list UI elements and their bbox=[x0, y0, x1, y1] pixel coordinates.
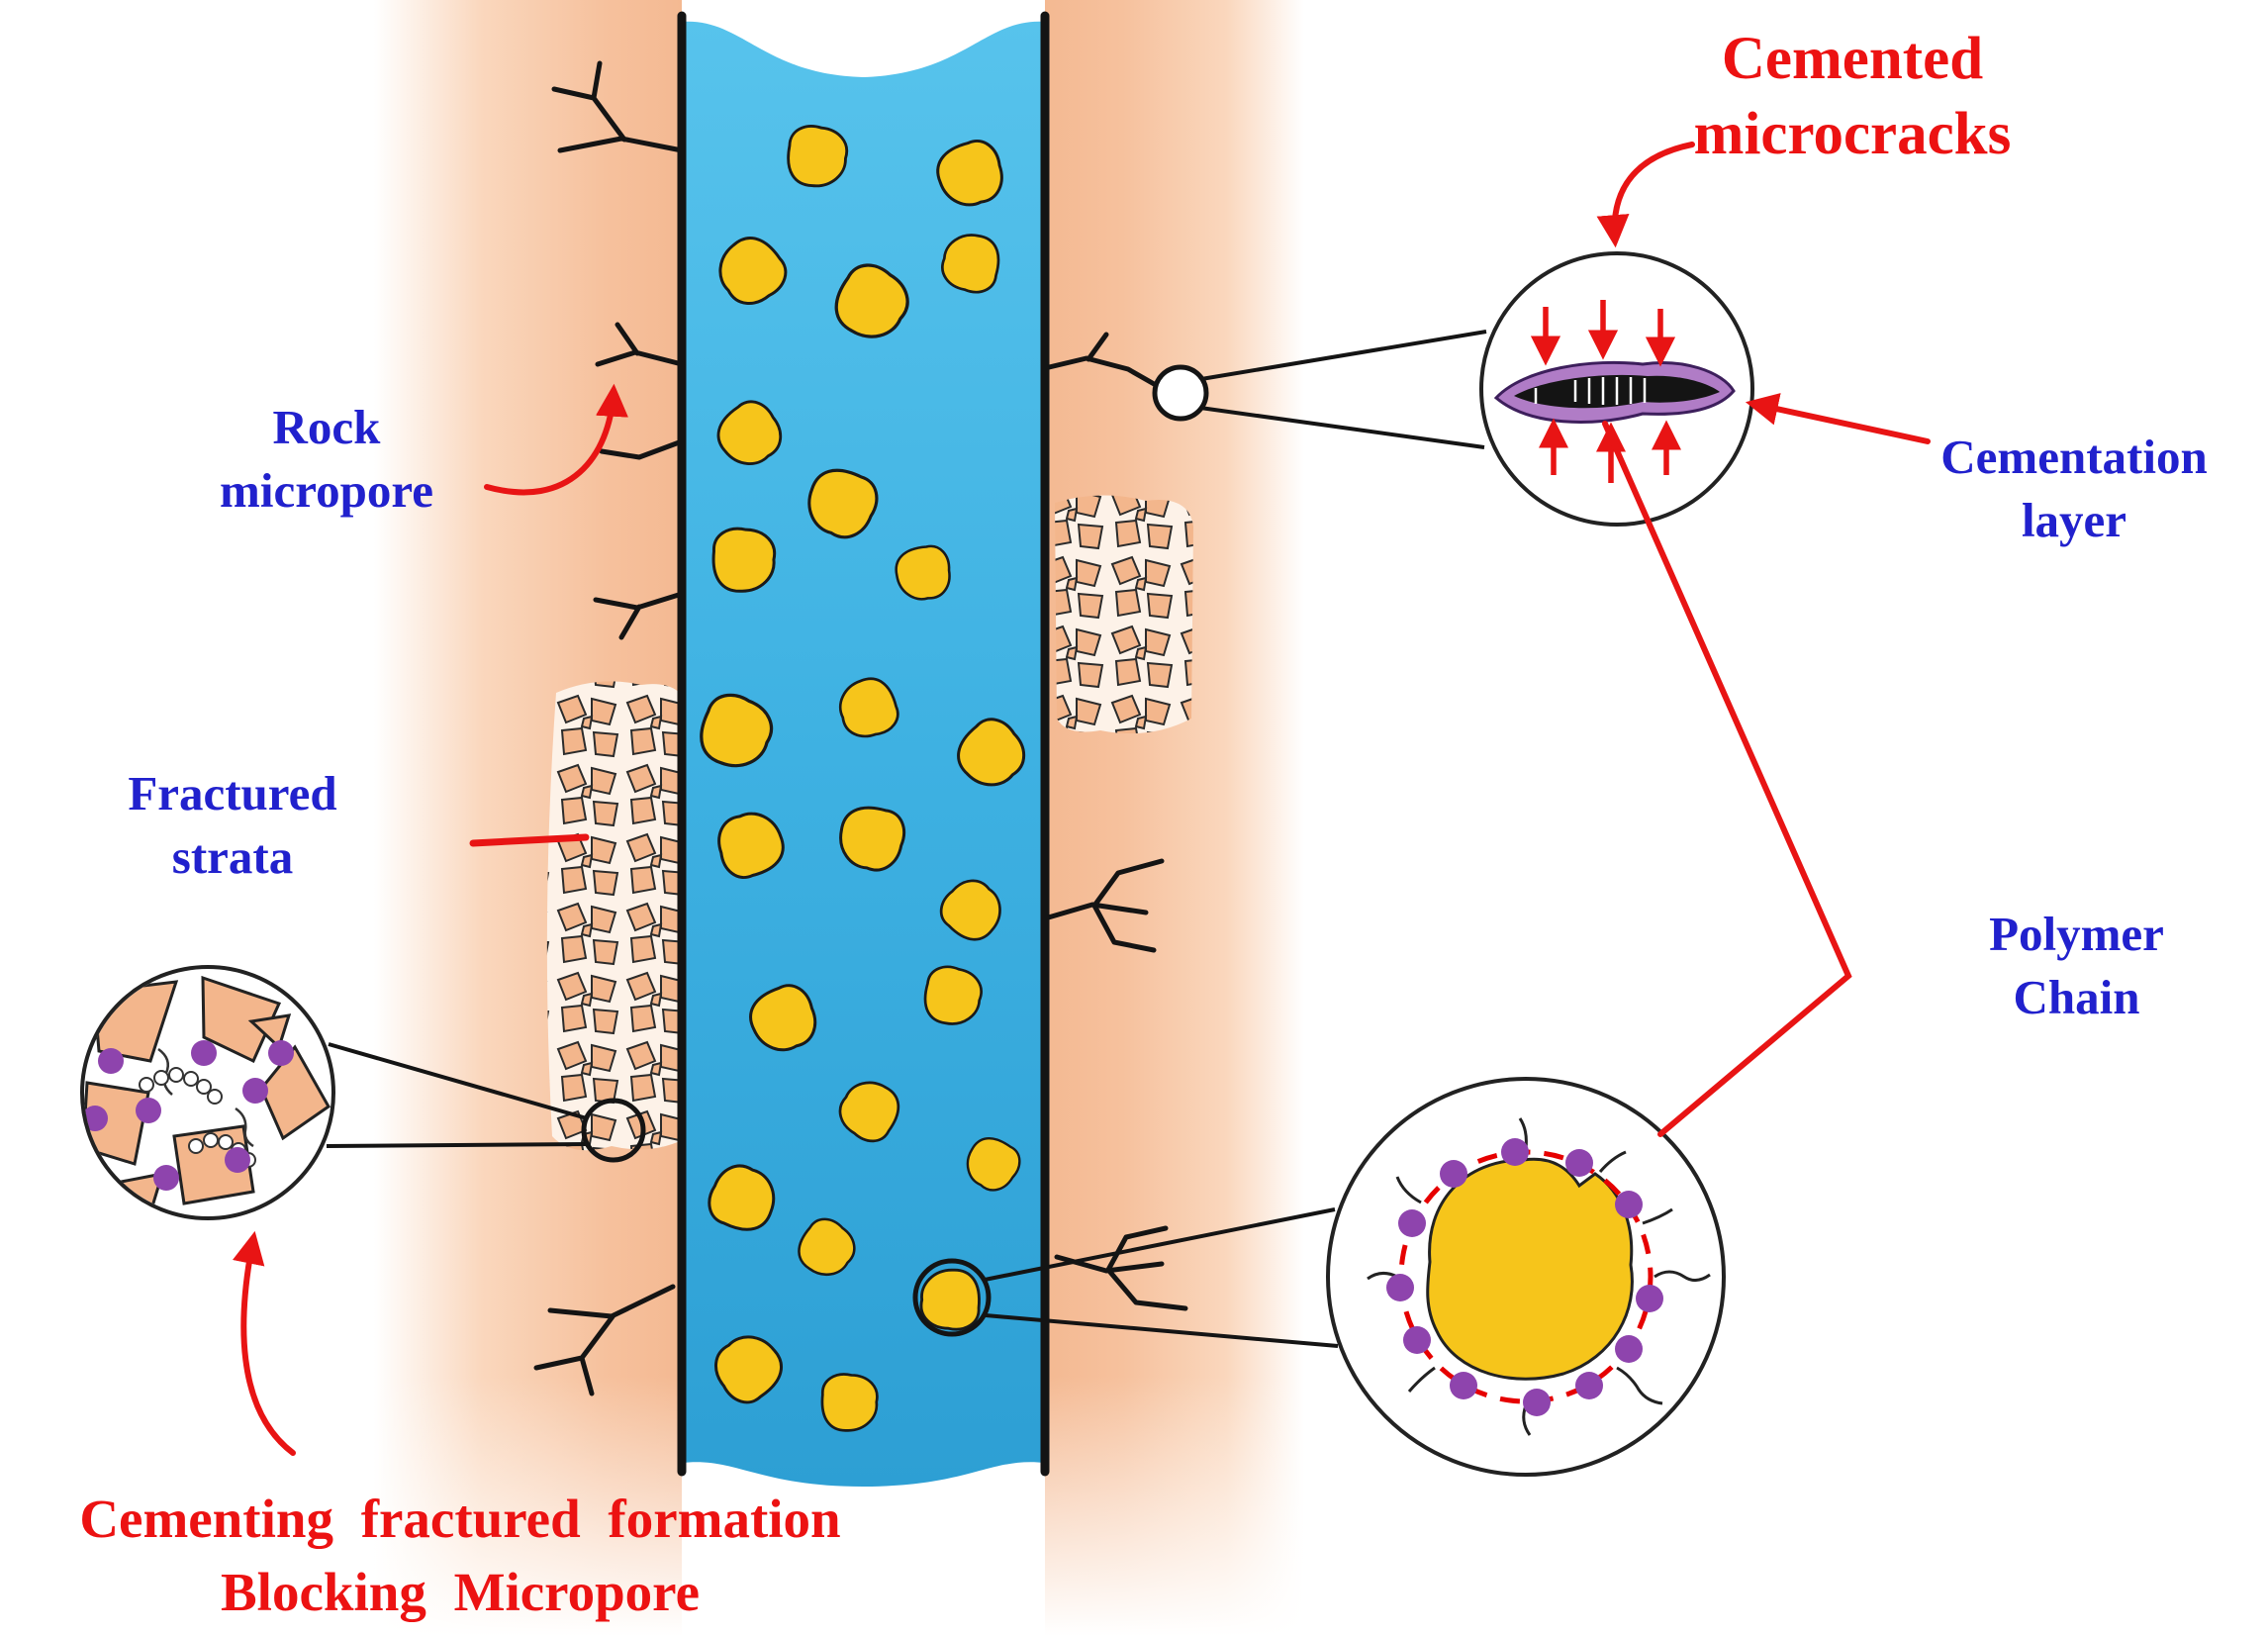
magnifier-circle-outline bbox=[80, 965, 335, 1220]
rock-micropore-arrow bbox=[484, 383, 628, 496]
fractured-strata-right bbox=[1055, 495, 1193, 734]
connector-line bbox=[326, 1142, 589, 1148]
magnified-particle bbox=[1426, 1157, 1634, 1381]
red-annotations bbox=[232, 142, 1931, 1456]
label-line: Blocking Micropore bbox=[220, 1562, 701, 1623]
fractured-strata-pointer bbox=[469, 833, 590, 847]
micropore-crack bbox=[533, 1284, 676, 1396]
polymer-chain-squiggles bbox=[1367, 1117, 1711, 1436]
rock-grain bbox=[247, 1013, 292, 1050]
cemented-microcracks-arrow bbox=[1596, 142, 1695, 248]
label-line: strata bbox=[171, 828, 294, 884]
fractured-strata-left bbox=[546, 681, 690, 1151]
polymer-chain-pointer bbox=[1602, 421, 1852, 1137]
polymer-squiggle bbox=[1642, 1207, 1673, 1225]
drilling-fluid-column bbox=[682, 21, 1045, 1487]
rock-grain bbox=[201, 975, 282, 1064]
label-line: layer bbox=[2021, 492, 2127, 547]
label-polymer-chain: Polymer Chain bbox=[1885, 903, 2268, 1028]
rock-grain bbox=[259, 1044, 331, 1141]
connector-line bbox=[984, 1207, 1336, 1282]
magnifier-bottom-coated-particle bbox=[1326, 1077, 1726, 1477]
label-line: Cementation bbox=[1940, 430, 2208, 484]
label-fractured-strata: Fractured strata bbox=[15, 762, 450, 888]
label-line: Rock bbox=[272, 400, 381, 454]
fractured-strata-patches bbox=[546, 495, 1193, 1151]
label-caption: Cementing fractured formation Blocking M… bbox=[15, 1483, 905, 1630]
label-line: Chain bbox=[2013, 969, 2140, 1024]
label-line: Cemented bbox=[1721, 26, 1984, 92]
polymer-squiggle bbox=[1395, 1176, 1422, 1204]
label-rock-micropore: Rock micropore bbox=[109, 396, 544, 522]
micropore-crack bbox=[595, 322, 685, 367]
label-cemented-microcracks: Cemented microcracks bbox=[1536, 22, 2169, 173]
connector-line bbox=[1200, 330, 1487, 381]
magnifier-connectors bbox=[326, 330, 1487, 1348]
polymer-squiggle bbox=[1407, 1366, 1436, 1393]
polymer-squiggle bbox=[235, 1107, 254, 1148]
compression-arrows bbox=[1530, 300, 1682, 483]
polymer-squiggle bbox=[1654, 1270, 1711, 1282]
polymer-particles bbox=[84, 1040, 294, 1191]
connector-lines bbox=[326, 330, 1487, 1348]
micropore-crack-magnified bbox=[1042, 332, 1159, 388]
label-line: Cementing fractured formation bbox=[79, 1489, 841, 1549]
source-circle-strata bbox=[581, 1098, 646, 1163]
magnifier-left-blocked-micropore bbox=[80, 965, 335, 1220]
micropore-crack bbox=[1042, 858, 1165, 953]
caption-arrow bbox=[232, 1230, 296, 1456]
label-line: Fractured bbox=[128, 766, 337, 820]
label-line: microcracks bbox=[1693, 101, 2012, 168]
micropore-crack bbox=[593, 591, 685, 640]
connector-line bbox=[985, 1313, 1339, 1348]
borehole-walls bbox=[677, 11, 1050, 1477]
label-line: micropore bbox=[220, 462, 433, 518]
source-circle-microcrack bbox=[1152, 364, 1209, 422]
magnifier-top-cemented-microcrack bbox=[1479, 251, 1754, 527]
connector-line bbox=[328, 1042, 588, 1120]
formation-right bbox=[1045, 0, 1304, 1636]
adsorbed-polymer-dots bbox=[1386, 1138, 1663, 1416]
label-line: Polymer bbox=[1989, 907, 2164, 961]
source-circle-particle bbox=[912, 1258, 992, 1337]
cementation-layer-arrow bbox=[1745, 393, 1931, 444]
connector-line bbox=[1199, 406, 1485, 449]
crack-hatch bbox=[1534, 377, 1647, 405]
cuttings-particle bbox=[895, 544, 951, 601]
micropore-crack bbox=[551, 60, 685, 153]
polymer-squiggle bbox=[1616, 1366, 1663, 1405]
label-cementation-layer: Cementation layer bbox=[1880, 426, 2268, 551]
micropore-crack bbox=[599, 438, 685, 460]
polymer-squiggle bbox=[1598, 1150, 1627, 1173]
